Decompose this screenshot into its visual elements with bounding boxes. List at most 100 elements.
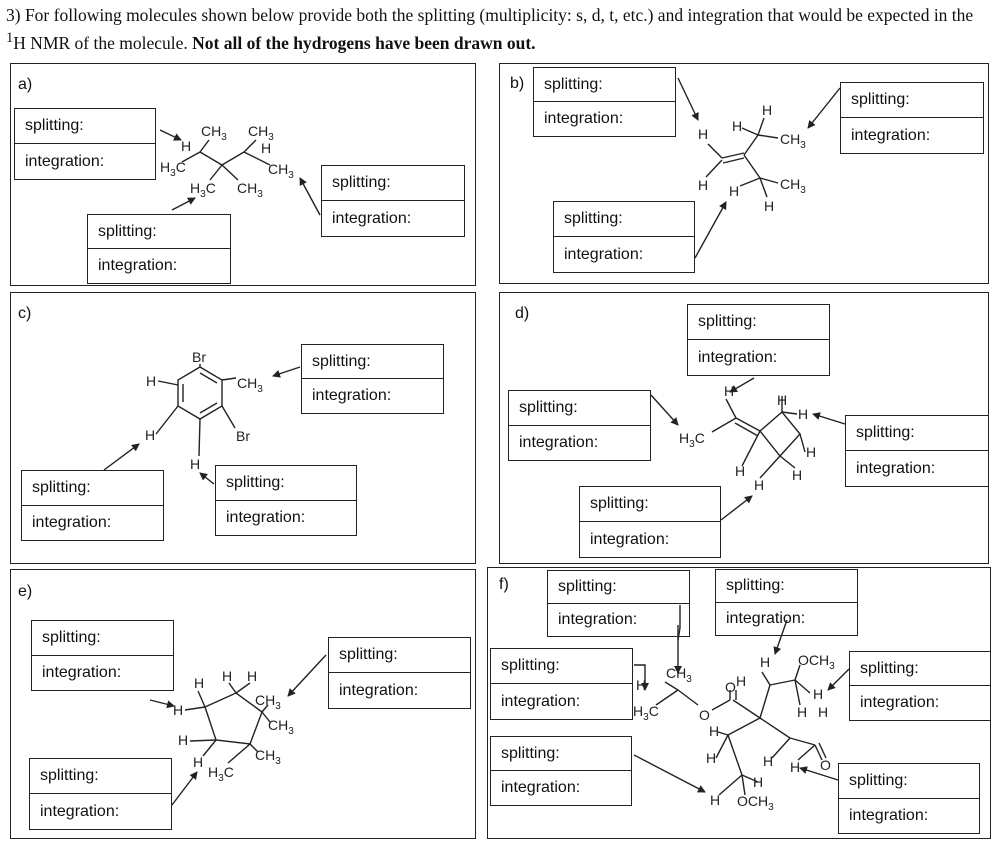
splitting-field[interactable]: splitting: bbox=[850, 652, 990, 686]
integration-field[interactable]: integration: bbox=[860, 694, 940, 711]
splitting-field[interactable]: splitting: bbox=[491, 737, 631, 771]
splitting-field[interactable]: splitting: bbox=[22, 471, 163, 506]
answer-box: splitting: integration: bbox=[490, 648, 633, 720]
integration-field[interactable]: integration: bbox=[519, 433, 599, 451]
splitting-field[interactable]: splitting: bbox=[846, 416, 988, 451]
atom-label: H bbox=[763, 753, 773, 769]
answer-box: splitting: integration: bbox=[321, 165, 465, 237]
splitting-field[interactable]: splitting: bbox=[580, 487, 720, 522]
atom-label: H bbox=[729, 183, 739, 199]
integration-field[interactable]: integration: bbox=[856, 459, 936, 477]
splitting-field[interactable]: splitting: bbox=[688, 305, 829, 340]
integration-field[interactable]: integration: bbox=[226, 508, 306, 526]
atom-label: CH3 bbox=[268, 161, 294, 181]
panel-a-label: a) bbox=[18, 76, 33, 93]
atom-label: H3C bbox=[633, 703, 659, 723]
integration-field[interactable]: integration: bbox=[32, 513, 112, 531]
atom-label: CH3 bbox=[666, 665, 692, 685]
integration-field[interactable]: integration: bbox=[558, 610, 638, 628]
atom-label: CH3 bbox=[201, 123, 227, 143]
answer-box: splitting: integration: bbox=[14, 108, 156, 180]
integration-field[interactable]: integration: bbox=[40, 802, 120, 820]
splitting-field[interactable]: splitting: bbox=[716, 570, 857, 603]
answer-box: splitting: integration: bbox=[301, 344, 444, 414]
atom-label: H bbox=[760, 654, 770, 670]
atom-label: O bbox=[820, 757, 831, 773]
molecule-c: Br CH3 Br H H H bbox=[103, 349, 301, 485]
answer-box: splitting: integration: bbox=[579, 486, 721, 558]
splitting-field[interactable]: splitting: bbox=[839, 764, 979, 799]
atom-label: Br bbox=[192, 349, 206, 365]
splitting-field[interactable]: splitting: bbox=[841, 83, 983, 118]
atom-label: H bbox=[710, 792, 720, 808]
atom-label: H bbox=[798, 406, 808, 422]
atom-label: CH3 bbox=[255, 747, 281, 767]
question-bold-note: Not all of the hydrogens have been drawn… bbox=[192, 32, 536, 53]
atom-label: OCH3 bbox=[737, 793, 774, 813]
splitting-field[interactable]: splitting: bbox=[554, 202, 694, 237]
atom-label: H bbox=[813, 686, 823, 702]
panel-b bbox=[499, 63, 989, 284]
integration-field[interactable]: integration: bbox=[590, 530, 670, 548]
splitting-field[interactable]: splitting: bbox=[15, 109, 155, 144]
molecule-b: H H H CH3 H CH3 H H bbox=[677, 77, 841, 259]
question-superscript: 1 bbox=[6, 30, 14, 46]
splitting-field[interactable]: splitting: bbox=[216, 466, 356, 501]
splitting-field[interactable]: splitting: bbox=[32, 621, 173, 656]
atom-label: CH3 bbox=[237, 180, 263, 200]
atom-label: H bbox=[698, 177, 708, 193]
atom-label: O bbox=[699, 707, 710, 723]
answer-box: splitting: integration: bbox=[508, 390, 651, 461]
integration-field[interactable]: integration: bbox=[501, 692, 581, 710]
integration-field[interactable]: integration: bbox=[698, 348, 778, 366]
answer-box: splitting: integration: bbox=[533, 67, 676, 137]
atom-label: H bbox=[173, 702, 183, 718]
atom-label: H bbox=[818, 704, 828, 720]
question-text: 3) For following molecules shown below p… bbox=[6, 4, 991, 55]
molecule-e: H H H H H H CH3 CH3 CH3 H3C bbox=[149, 654, 327, 806]
integration-field[interactable]: integration: bbox=[501, 779, 581, 796]
splitting-field[interactable]: splitting: bbox=[548, 571, 689, 604]
integration-field[interactable]: integration: bbox=[849, 806, 929, 824]
atom-label: H bbox=[762, 102, 772, 118]
answer-box: splitting: integration: bbox=[547, 570, 690, 637]
atom-label: H bbox=[724, 383, 734, 399]
answer-box: splitting: integration: bbox=[845, 415, 989, 487]
integration-field[interactable]: integration: bbox=[25, 152, 105, 170]
splitting-field[interactable]: splitting: bbox=[30, 759, 171, 794]
splitting-field[interactable]: splitting: bbox=[88, 215, 230, 249]
splitting-field[interactable]: splitting: bbox=[302, 345, 443, 379]
atom-label: H3C bbox=[190, 180, 216, 200]
atom-label: OCH3 bbox=[798, 652, 835, 672]
panel-c-label: c) bbox=[18, 305, 32, 322]
atom-label: H3C bbox=[208, 764, 234, 784]
integration-field[interactable]: integration: bbox=[98, 257, 178, 274]
atom-label: H bbox=[194, 675, 204, 691]
splitting-field[interactable]: splitting: bbox=[509, 391, 650, 426]
integration-field[interactable]: integration: bbox=[564, 245, 644, 263]
atom-label: H bbox=[181, 138, 191, 154]
splitting-field[interactable]: splitting: bbox=[534, 68, 675, 102]
atom-label: CH3 bbox=[780, 131, 806, 151]
atom-label: Br bbox=[236, 428, 250, 444]
integration-field[interactable]: integration: bbox=[851, 126, 931, 144]
integration-field[interactable]: integration: bbox=[332, 209, 412, 227]
molecule-a: H3C CH3 CH3 H H CH3 H3C CH3 bbox=[159, 123, 321, 216]
answer-box: splitting: integration: bbox=[849, 651, 991, 721]
integration-field[interactable]: integration: bbox=[312, 387, 392, 404]
splitting-field[interactable]: splitting: bbox=[329, 638, 470, 673]
integration-field[interactable]: integration: bbox=[544, 110, 624, 127]
atom-label: CH3 bbox=[780, 176, 806, 196]
panel-d-label: d) bbox=[515, 305, 530, 322]
atom-label: H bbox=[190, 456, 200, 472]
answer-box: splitting: integration: bbox=[328, 637, 471, 709]
integration-field[interactable]: integration: bbox=[339, 681, 419, 699]
splitting-field[interactable]: splitting: bbox=[322, 166, 464, 201]
integration-field[interactable]: integration: bbox=[42, 663, 122, 681]
answer-box: splitting: integration: bbox=[21, 470, 164, 541]
answer-box: splitting: integration: bbox=[31, 620, 174, 691]
atom-label: CH3 bbox=[255, 692, 281, 712]
atom-label: O bbox=[725, 679, 736, 695]
splitting-field[interactable]: splitting: bbox=[491, 649, 632, 684]
